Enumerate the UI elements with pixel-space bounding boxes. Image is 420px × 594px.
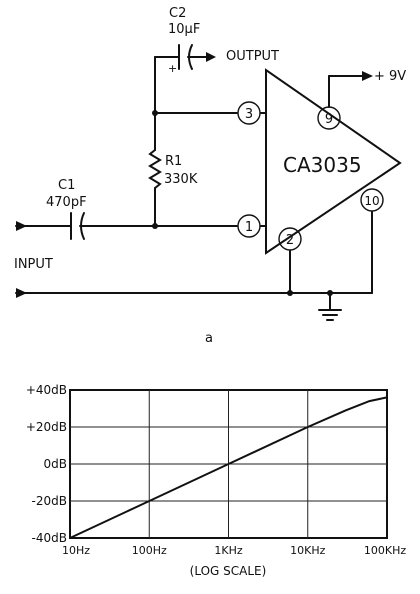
c1-value: 470pF: [46, 195, 87, 210]
x-tick-label: 10KHz: [290, 544, 325, 557]
figure-caption: a: [205, 331, 213, 346]
supply-label: + 9V: [374, 69, 406, 84]
output-arrow-icon: [206, 52, 216, 62]
x-tick-labels: 10Hz 100Hz 1KHz 10KHz 100KHz: [62, 544, 406, 557]
ic-ca3035: CA3035: [265, 68, 402, 255]
y-tick-label: 0dB: [44, 457, 67, 471]
pin-10: 10: [360, 188, 384, 212]
y-tick-label: -20dB: [32, 494, 67, 508]
x-tick-label: 100Hz: [132, 544, 167, 557]
output-terminal: OUTPUT: [206, 49, 279, 64]
input-label: INPUT: [14, 257, 53, 272]
capacitor-c2: + C2 10µF: [154, 6, 207, 114]
supply-arrow-icon: [362, 71, 373, 81]
ground-arrow-icon: [16, 288, 27, 298]
svg-text:1: 1: [245, 220, 253, 235]
svg-text:10: 10: [364, 194, 379, 208]
svg-text:2: 2: [286, 233, 294, 248]
resistor-r1: R1 330K: [148, 112, 198, 227]
output-label: OUTPUT: [226, 49, 279, 64]
x-tick-label: 100KHz: [364, 544, 406, 557]
response-curve: [69, 396, 388, 539]
ground-symbol-icon: [318, 292, 342, 321]
capacitor-c1: C1 470pF: [15, 178, 91, 240]
x-axis-label: (LOG SCALE): [190, 564, 267, 578]
x-tick-label: 10Hz: [62, 544, 90, 557]
pin-1: 1: [237, 214, 261, 238]
pin-3: 3: [237, 101, 261, 125]
y-tick-labels: +40dB +20dB 0dB -20dB -40dB: [26, 383, 67, 545]
frequency-response-chart: +40dB +20dB 0dB -20dB -40dB 10Hz 100Hz 1KHz 10K…: [26, 383, 407, 578]
x-tick-label: 1KHz: [214, 544, 242, 557]
y-tick-label: -40dB: [32, 531, 67, 545]
c2-name: C2: [169, 6, 186, 21]
pin-9: 9: [317, 106, 341, 130]
c1-name: C1: [58, 178, 75, 193]
pin-2: 2: [278, 227, 302, 251]
ic-label: CA3035: [283, 153, 362, 177]
y-tick-label: +20dB: [26, 420, 67, 434]
junction-dot: [152, 110, 158, 116]
c2-value: 10µF: [168, 22, 200, 37]
junction-dot: [152, 223, 158, 229]
circuit-schematic: + C2 10µF OUTPUT R1 330K C1 470pF: [14, 6, 406, 346]
svg-text:3: 3: [245, 107, 253, 122]
input-arrow-icon: [16, 221, 27, 231]
c2-polarity: +: [168, 62, 177, 75]
svg-text:9: 9: [325, 112, 333, 127]
y-tick-label: +40dB: [26, 383, 67, 397]
r1-name: R1: [165, 154, 182, 169]
r1-value: 330K: [164, 172, 198, 187]
